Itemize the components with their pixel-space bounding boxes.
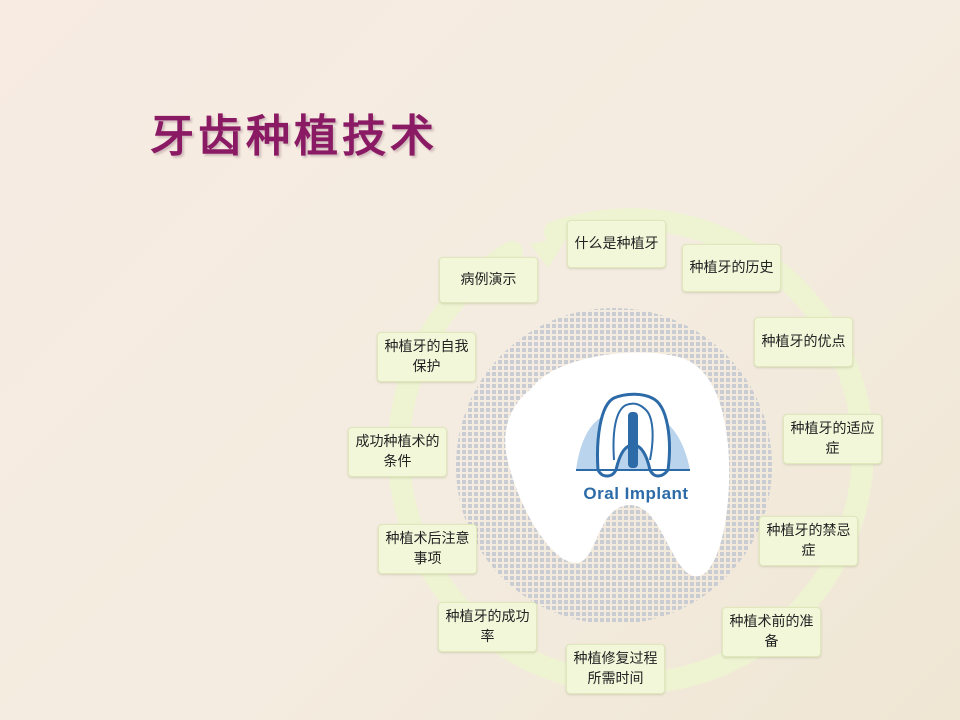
cycle-node-self-protection[interactable]: 种植牙的自我保护 [377,332,476,382]
cycle-node-indications[interactable]: 种植牙的适应症 [783,414,882,464]
cycle-node-success-conditions[interactable]: 成功种植术的条件 [348,427,447,477]
cycle-node-postoperative-care[interactable]: 种植术后注意事项 [378,524,477,574]
oral-implant-logo-text: Oral Implant [583,484,689,503]
cycle-node-case-demo[interactable]: 病例演示 [439,257,538,303]
cycle-node-success-rate[interactable]: 种植牙的成功率 [438,602,537,652]
cycle-node-restoration-time[interactable]: 种植修复过程所需时间 [566,644,665,694]
cycle-node-history[interactable]: 种植牙的历史 [682,244,781,292]
page-title: 牙齿种植技术 [150,111,438,162]
cycle-node-contraindications[interactable]: 种植牙的禁忌症 [759,516,858,566]
cycle-node-advantages[interactable]: 种植牙的优点 [754,317,853,367]
cycle-arrow [530,236,568,268]
cycle-node-what-is-implant[interactable]: 什么是种植牙 [567,220,666,268]
tooth-logo-icon [576,392,690,478]
cycle-node-preoperative-prep[interactable]: 种植术前的准备 [722,607,821,657]
